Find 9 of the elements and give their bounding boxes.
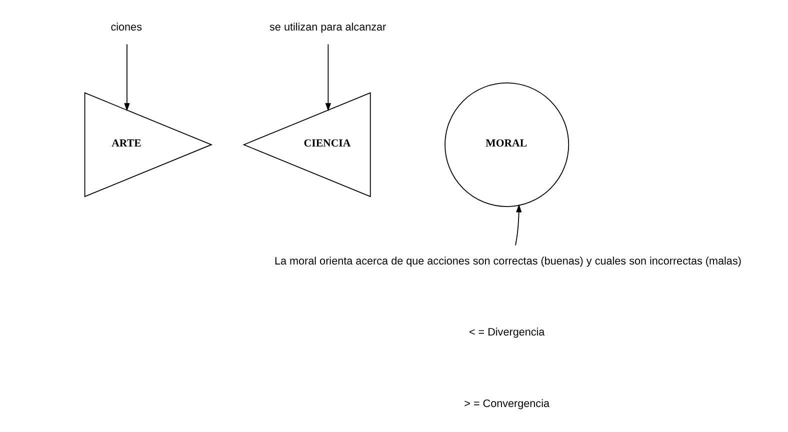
node-text: La moral orienta acerca de que acciones son correctas (buenas) y cuales son incorrectas (malas): [274, 255, 741, 268]
label: < = Divergencia: [468, 326, 544, 339]
node-circle: MORAL: [444, 82, 569, 207]
arrow: [324, 44, 331, 112]
arrow: [124, 44, 130, 112]
node-text: ciones: [110, 22, 142, 34]
node-text: se utilizan para alcanzar: [269, 22, 386, 34]
label: > = Convergencia: [464, 398, 550, 410]
arrow: [514, 204, 522, 246]
